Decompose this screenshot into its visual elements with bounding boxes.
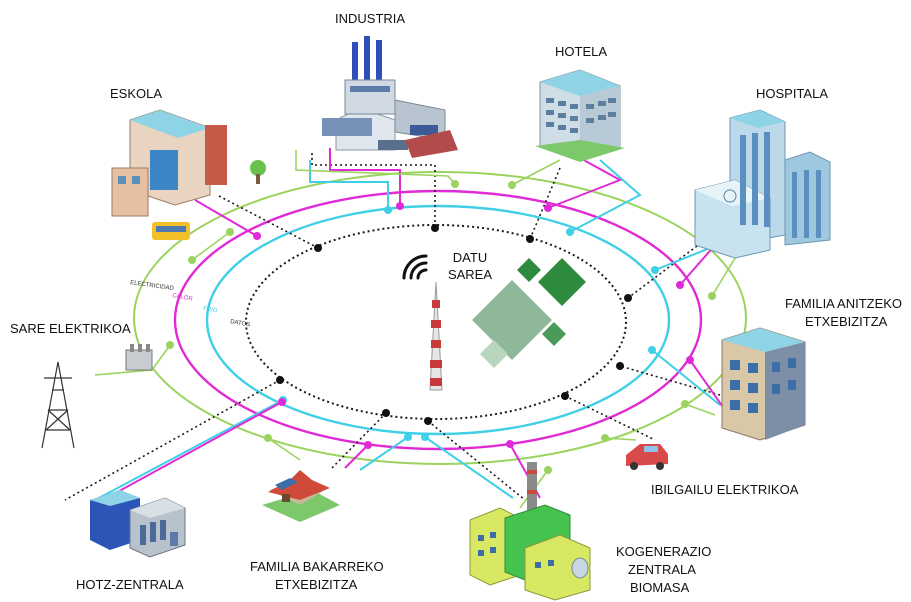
transformer-icon (125, 344, 153, 371)
label-eskola: ESKOLA (110, 86, 163, 101)
data-ring (245, 224, 627, 420)
label-hospitala: HOSPITALA (756, 86, 829, 101)
familia-bakarreko-house-icon (262, 470, 340, 522)
label-familia-anitzeko-1: FAMILIA ANITZEKO (785, 296, 903, 311)
label-kogenerazio-3: BIOMASA (630, 580, 690, 595)
label-familia-anitzeko-2: ETXEBIZITZA (805, 314, 888, 329)
eskola-building-icon (111, 109, 266, 240)
ring-label-electricidad: ELECTRICIDAD (130, 280, 175, 292)
electric-ring (133, 171, 747, 465)
label-familia-bakarreko-1: FAMILIA BAKARREKO (250, 559, 384, 574)
label-industria: INDUSTRIA (335, 11, 406, 26)
label-kogenerazio-2: ZENTRALA (628, 562, 696, 577)
sare-elektrikoa-pylon-icon (41, 361, 75, 449)
industria-building-icon (322, 36, 458, 158)
familia-anitzeko-building-icon (721, 327, 806, 441)
ring-label-calor: CALOR (172, 293, 194, 303)
kogenerazio-zentrala-icon (469, 462, 591, 601)
label-hotz-zentrala: HOTZ-ZENTRALA (76, 577, 184, 592)
hospitala-building-icon (694, 109, 831, 259)
heat-connectors (111, 148, 731, 499)
cold-ring (205, 204, 671, 436)
label-kogenerazio-1: KOGENERAZIO (616, 544, 712, 559)
hotz-zentrala-building-icon (90, 490, 186, 558)
ring-label-datos: DATOS (230, 319, 251, 328)
datu-sarea-logo-icon (472, 258, 586, 368)
datu-sarea-line2: SAREA (448, 267, 492, 282)
junction-dots (166, 180, 716, 474)
label-ibilgailu-elektrikoa: IBILGAILU ELEKTRIKOA (651, 482, 799, 497)
wifi-signal-icon (402, 254, 428, 280)
ring-label-frio: FRIO (203, 306, 218, 314)
label-familia-bakarreko-2: ETXEBIZITZA (275, 577, 358, 592)
datu-sarea-line1: DATU (453, 250, 487, 265)
heat-ring (173, 189, 703, 451)
hotela-building-icon (535, 69, 625, 162)
data-tower-icon (429, 281, 443, 391)
ibilgailu-elektrikoa-car-icon (626, 444, 668, 470)
data-connectors (64, 153, 721, 501)
label-sare-elektrikoa: SARE ELEKTRIKOA (10, 321, 131, 336)
label-hotela: HOTELA (555, 44, 608, 59)
